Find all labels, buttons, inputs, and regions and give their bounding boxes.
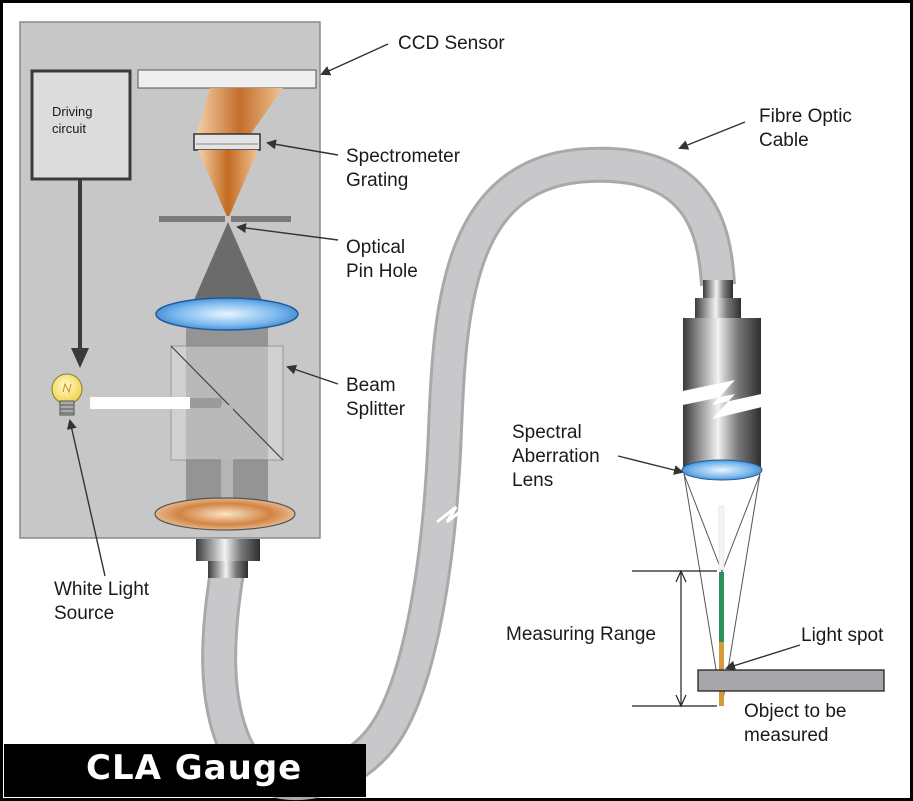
pin-hole-cone [194, 222, 262, 300]
driving-circuit-label: Driving circuit [52, 104, 93, 136]
spectral-aberration-lens-label: Spectral Aberration Lens [512, 422, 600, 491]
leader-arrows [66, 43, 801, 671]
beam-splitter-label: Beam Splitter [346, 375, 406, 420]
fibre-optic-cable-label: Fibre Optic Cable [759, 106, 852, 151]
probe-head [678, 280, 770, 468]
optical-pin-hole-label: Optical Pin Hole [346, 237, 418, 282]
light-spot-label: Light spot [801, 625, 884, 646]
spectral-aberration-lens [681, 459, 763, 481]
spectrometer-grating [193, 133, 261, 151]
driving-circuit-box [30, 69, 132, 181]
spectrometer-grating-label: Spectrometer Grating [346, 146, 461, 191]
focusing-lens [154, 497, 296, 531]
measuring-range-indicator [632, 569, 717, 708]
title-bar [4, 744, 366, 797]
light-bulb-icon [51, 373, 83, 416]
page-title: CLA Gauge [86, 748, 303, 788]
diffracted-beam [196, 88, 283, 135]
measured-object [697, 669, 885, 692]
object-label: Object to be measured [744, 701, 847, 746]
source-beam [90, 397, 190, 409]
measuring-range-label: Measuring Range [506, 624, 656, 645]
spectrum-beam-upper [198, 150, 258, 219]
ccd-sensor-label: CCD Sensor [398, 33, 505, 54]
white-light-source-label: White Light Source [54, 579, 150, 624]
housing-connector [196, 539, 260, 578]
ccd-sensor [137, 69, 317, 89]
collimating-lens [155, 297, 299, 331]
spectral-focus-line [719, 572, 724, 642]
